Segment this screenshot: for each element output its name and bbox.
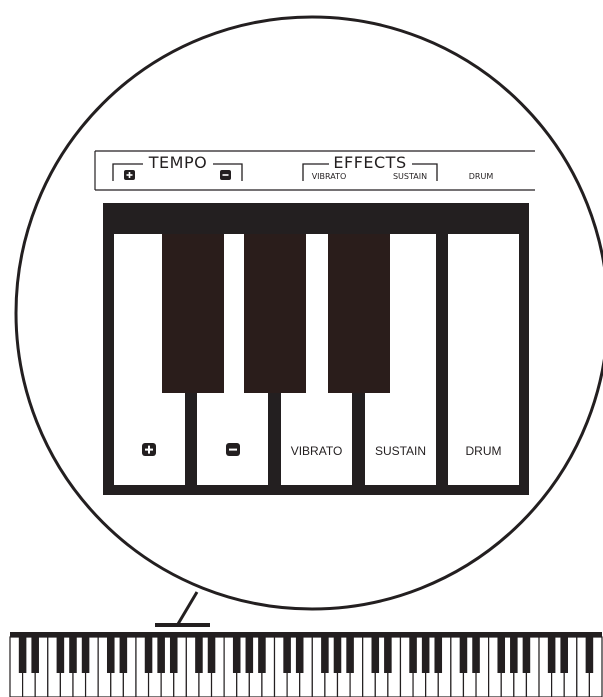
keyboard-black-key	[523, 637, 531, 673]
keyboard-black-key	[321, 637, 329, 673]
black-key[interactable]	[328, 234, 390, 393]
full-keyboard	[10, 632, 602, 697]
drum-panel-label: DRUM	[469, 172, 494, 181]
keyboard-black-key	[560, 637, 568, 673]
plus-icon	[142, 443, 156, 456]
keyboard-black-key	[497, 637, 505, 673]
enlarged-keys: VIBRATO SUSTAIN DRUM	[103, 203, 529, 495]
keyboard-black-key	[246, 637, 254, 673]
keyboard-black-key	[548, 637, 556, 673]
vibrato-panel-label: VIBRATO	[312, 172, 347, 181]
magnifier-pointer	[178, 592, 197, 624]
minus-icon	[220, 170, 231, 180]
keyboard-black-key	[170, 637, 178, 673]
keyboard-black-key	[472, 637, 480, 673]
keyboard-black-key	[107, 637, 115, 673]
minus-icon	[226, 443, 240, 456]
keyboard-black-key	[434, 637, 442, 673]
keyboard-black-key	[145, 637, 153, 673]
keyboard-black-key	[586, 637, 594, 673]
keyboard-black-key	[258, 637, 266, 673]
keyboard-black-key	[296, 637, 304, 673]
keyboard-black-key	[372, 637, 380, 673]
tempo-label: TEMPO	[148, 153, 207, 172]
sustain-key-label: SUSTAIN	[375, 444, 426, 458]
keyboard-black-key	[69, 637, 77, 673]
plus-icon	[124, 170, 135, 180]
keyboard-black-key	[57, 637, 65, 673]
keyboard-black-key	[346, 637, 354, 673]
keyboard-black-key	[334, 637, 342, 673]
vibrato-key-label: VIBRATO	[291, 444, 343, 458]
keyboard-black-key	[31, 637, 39, 673]
keyboard-black-key	[233, 637, 241, 673]
keyboard-black-key	[157, 637, 165, 673]
sustain-panel-label: SUSTAIN	[393, 172, 427, 181]
drum-key-label: DRUM	[466, 444, 502, 458]
keyboard-black-key	[422, 637, 430, 673]
keyboard-black-key	[384, 637, 392, 673]
keyboard-black-key	[283, 637, 291, 673]
keyboard-black-key	[460, 637, 468, 673]
effects-label: EFFECTS	[333, 153, 406, 172]
keyboard-black-key	[208, 637, 216, 673]
black-key[interactable]	[244, 234, 306, 393]
keyboard-black-key	[510, 637, 518, 673]
keyboard-black-key	[120, 637, 128, 673]
black-key[interactable]	[162, 234, 224, 393]
keyboard-black-key	[19, 637, 27, 673]
keyboard-black-key	[409, 637, 417, 673]
keyboard-black-key	[82, 637, 90, 673]
keyboard-black-key	[195, 637, 203, 673]
